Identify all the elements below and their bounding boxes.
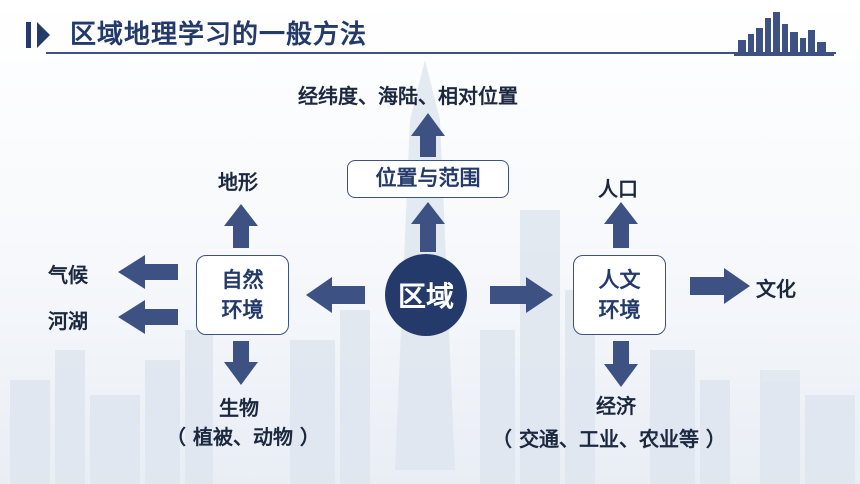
natural-environment-line1: 自然 [221, 268, 264, 292]
city-skyline-icon [734, 12, 834, 56]
arrow-left-center-to-natural [306, 277, 365, 313]
human-environment-line1: 人文 [598, 268, 641, 292]
rivers-label: 河湖 [48, 309, 88, 333]
natural-environment-box: 自然 环境 [196, 255, 289, 335]
arrow-up-human-to-population [604, 202, 638, 248]
culture-label: 文化 [756, 277, 796, 301]
page-title: 区域地理学习的一般方法 [70, 20, 368, 50]
header-divider [46, 52, 836, 54]
human-environment-box: 人文 环境 [573, 255, 666, 335]
arrow-up-natural-to-terrain [224, 204, 258, 248]
climate-label: 气候 [48, 263, 88, 287]
arrow-up-position-to-detail [411, 113, 445, 157]
arrow-up-center-to-position [411, 202, 445, 252]
population-label: 人口 [598, 177, 638, 201]
arrow-down-natural-to-biology [224, 341, 258, 385]
title-marker-icon [26, 22, 50, 48]
human-environment-line2: 环境 [598, 298, 641, 322]
region-center-label: 区域 [397, 280, 454, 313]
arrow-down-human-to-economy [604, 341, 638, 387]
economy-detail-label: （ 交通、工业、农业等 ） [492, 427, 726, 451]
position-detail-label: 经纬度、海陆、相对位置 [298, 84, 518, 108]
terrain-label: 地形 [218, 170, 258, 194]
arrow-left-natural-to-climate [118, 255, 178, 289]
economy-label: 经济 [596, 394, 636, 418]
arrow-right-center-to-human [490, 277, 553, 313]
natural-environment-line2: 环境 [221, 298, 264, 322]
header: 区域地理学习的一般方法 [0, 0, 860, 62]
arrow-right-human-to-culture [690, 268, 750, 304]
position-range-label: 位置与范围 [375, 166, 481, 190]
biology-detail-label: （ 植被、动物 ） [166, 425, 320, 449]
biology-label: 生物 [219, 396, 259, 420]
position-range-box: 位置与范围 [347, 160, 509, 198]
region-center-node: 区域 [385, 254, 467, 336]
arrow-left-natural-to-rivers [118, 300, 178, 334]
